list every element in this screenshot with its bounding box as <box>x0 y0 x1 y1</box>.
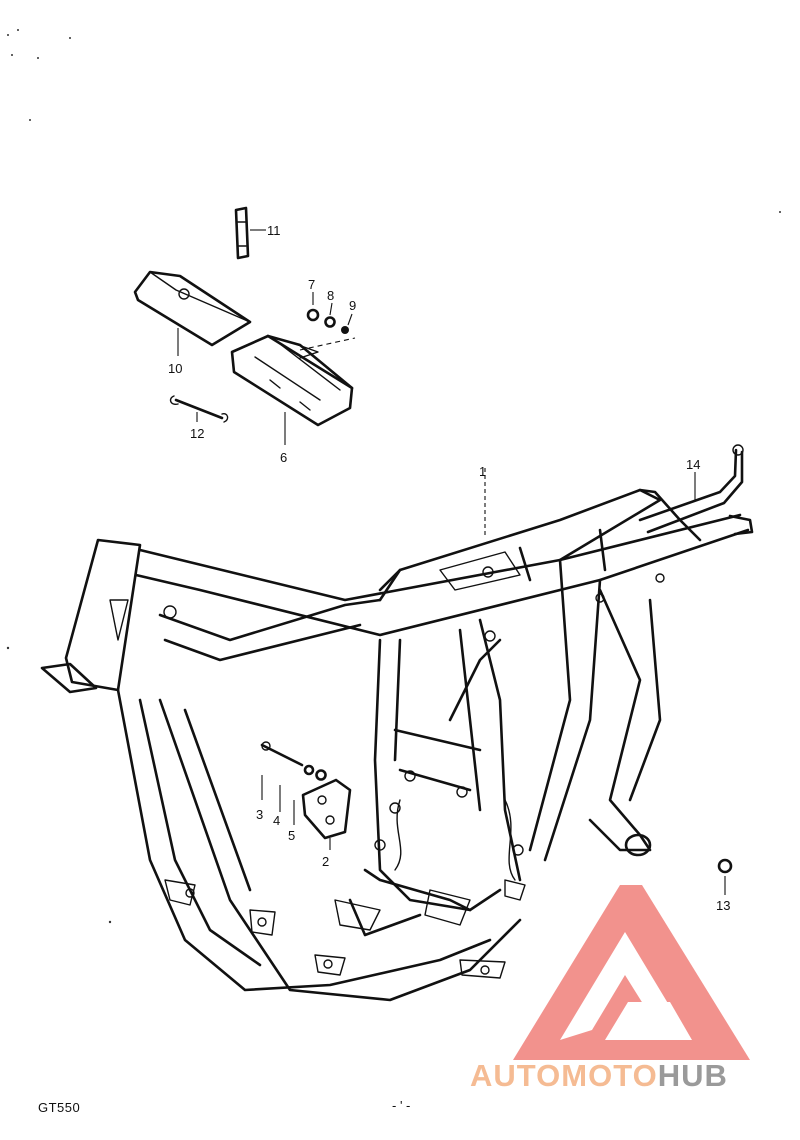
callout-labels: 1 2 3 4 5 6 7 8 9 10 11 12 13 14 <box>168 223 730 913</box>
triangle-logo-icon <box>513 885 750 1060</box>
callout-6: 6 <box>280 450 287 465</box>
main-frame <box>40 468 754 1002</box>
fasteners-7-8-9 <box>306 292 353 334</box>
callout-11: 11 <box>267 223 281 238</box>
callout-5: 5 <box>288 828 295 843</box>
callout-4: 4 <box>273 813 280 828</box>
page-marker: - ' - <box>392 1098 411 1113</box>
callout-8: 8 <box>327 288 334 303</box>
model-label: GT550 <box>38 1100 81 1115</box>
callout-1: 1 <box>479 464 486 479</box>
callout-2: 2 <box>322 854 329 869</box>
callout-13: 13 <box>716 898 730 913</box>
wrench-part <box>169 395 229 423</box>
callout-10: 10 <box>168 361 182 376</box>
bolt-bracket-2-3-4-5 <box>260 741 352 850</box>
watermark-hub: HUB <box>657 1058 728 1093</box>
grommet-part <box>717 858 733 895</box>
callout-14: 14 <box>686 457 700 472</box>
toolbox-part <box>230 334 356 445</box>
callout-3: 3 <box>256 807 263 822</box>
watermark-auto: AUTO <box>470 1058 562 1093</box>
rear-loop-part <box>638 444 744 534</box>
watermark-moto: MOTO <box>561 1058 658 1093</box>
scan-specks <box>6 29 781 924</box>
callout-9: 9 <box>349 298 356 313</box>
cover-part <box>133 270 252 356</box>
watermark-brand-text: AUTOMOTOHUB <box>470 1058 728 1094</box>
callout-7: 7 <box>308 277 315 292</box>
strap-part <box>234 206 266 260</box>
callout-12: 12 <box>190 426 204 441</box>
